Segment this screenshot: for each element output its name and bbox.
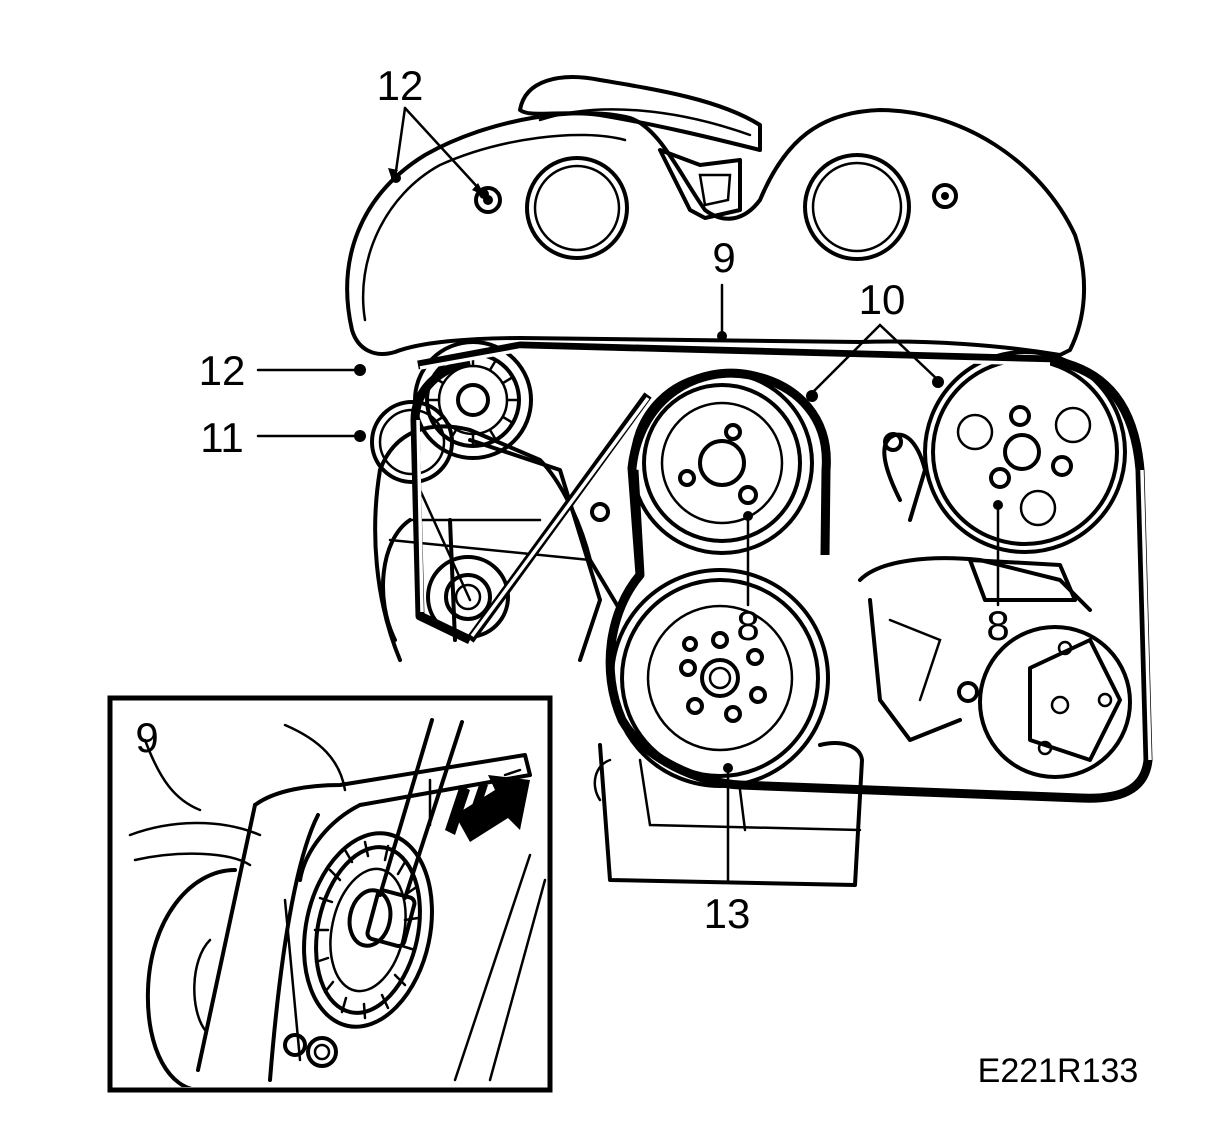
callout-13: 13 — [704, 890, 751, 937]
engine-drawing — [345, 75, 1132, 887]
callout-10: 10 — [859, 276, 906, 323]
figure-code: E221R133 — [978, 1052, 1139, 1090]
callout-12-left: 12 — [199, 347, 246, 394]
drive-belt — [410, 341, 1153, 803]
callout-8-right: 8 — [986, 602, 1009, 649]
callout-11: 11 — [200, 414, 244, 461]
inset-label-9: 9 — [135, 714, 158, 761]
timing-cover — [345, 108, 1087, 357]
rotation-arrow-icon — [455, 775, 530, 842]
leader-lines — [256, 106, 1003, 882]
callout-12-top: 12 — [377, 62, 424, 109]
callout-9: 9 — [712, 234, 735, 281]
inset-detail: 9 — [107, 695, 553, 1093]
callout-8-left: 8 — [736, 602, 759, 649]
